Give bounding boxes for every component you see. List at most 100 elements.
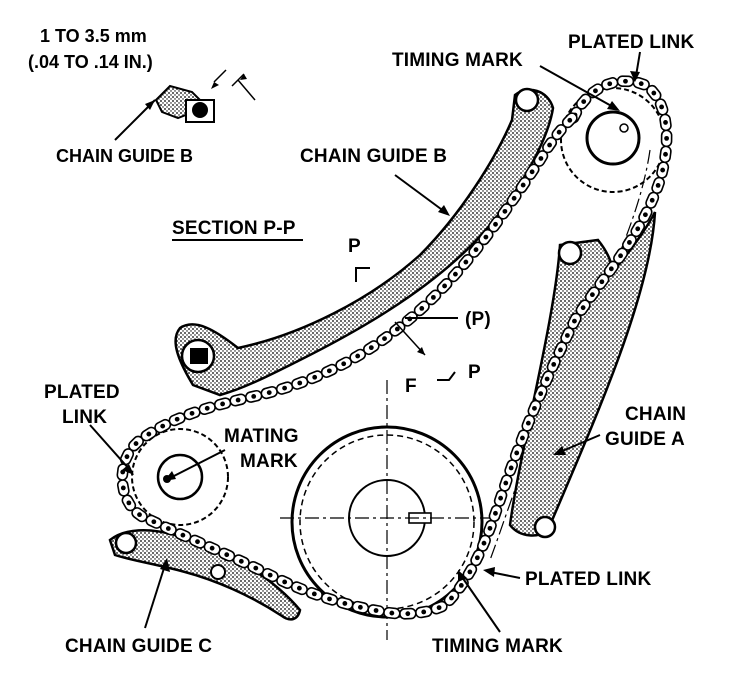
chain-pin: [296, 585, 302, 591]
chain-pin: [342, 601, 348, 606]
chain-pin: [538, 156, 544, 161]
chain-pin: [238, 558, 244, 564]
chain-pin: [120, 485, 126, 491]
chain-pin: [608, 266, 614, 272]
chain-pin: [487, 525, 493, 531]
chain-pin: [580, 305, 586, 311]
chain-pin: [195, 539, 200, 545]
chain-pin: [224, 552, 230, 558]
chain-pin: [463, 259, 469, 265]
chain-pin: [151, 519, 157, 525]
chain-pin: [394, 326, 400, 332]
chain-pin: [405, 611, 411, 617]
chain-pin: [389, 610, 395, 616]
chain-pin: [532, 405, 537, 411]
chain-guide-a: [508, 211, 657, 539]
chain-pin: [649, 197, 655, 203]
camshaft-sprocket: [560, 87, 666, 193]
chain-pin: [174, 416, 180, 422]
timing-mark-bottom-label: TIMING MARK: [432, 636, 563, 657]
chain-guide-a-label-line2: GUIDE A: [605, 429, 685, 450]
chain-pin: [430, 294, 436, 300]
chain-pin: [126, 500, 132, 506]
chain-pin: [481, 540, 487, 546]
plated-link-left-label-line1: PLATED: [44, 382, 120, 403]
chain-pin: [659, 104, 665, 110]
chain-pin: [341, 361, 347, 367]
chain-pin: [120, 469, 126, 475]
plated-link-top-label: PLATED LINK: [568, 32, 694, 53]
chain-pin: [502, 208, 508, 214]
chain-pin: [581, 99, 587, 105]
section-p-lower-label: P: [468, 362, 481, 383]
chain-centerline: [489, 149, 651, 561]
chain-pin: [458, 583, 464, 588]
chain-pin: [442, 283, 447, 289]
chain-pin: [511, 195, 517, 201]
chain-pin: [529, 169, 535, 175]
chain-pin: [660, 167, 666, 173]
chain-guide-b-small-label: CHAIN GUIDE B: [56, 146, 193, 166]
timing-mark-top-label: TIMING MARK: [392, 50, 523, 71]
chain-pin: [663, 120, 668, 125]
chain-pin: [564, 333, 570, 338]
section-cut-marks: [355, 267, 456, 381]
chain-pin: [508, 465, 514, 471]
chain-pin: [251, 394, 257, 399]
chain-pin: [638, 81, 644, 87]
timing-chain: [116, 75, 673, 620]
chain-pin: [368, 345, 374, 351]
chain-pin: [209, 545, 215, 551]
plated-link-bottom-label: PLATED LINK: [525, 569, 651, 590]
chain-pin: [357, 604, 363, 610]
chain-pin: [520, 435, 525, 441]
chain-pin: [419, 305, 425, 311]
chain-pin: [538, 391, 544, 397]
chain-pin: [607, 81, 613, 87]
chain-pin: [267, 572, 273, 578]
section-detail: [154, 69, 256, 123]
chain-guide-a-label-line1: CHAIN: [625, 404, 686, 425]
chain-pin: [558, 347, 563, 353]
crankshaft-sprocket: [280, 380, 500, 640]
chain-pin: [493, 221, 498, 227]
chain-pin: [493, 510, 498, 516]
f-label: F: [405, 376, 417, 397]
chain-pin: [382, 336, 387, 342]
labels: 1 TO 3.5 mm (.04 TO .14 IN.) CHAIN GUIDE…: [28, 26, 694, 657]
chain-pin: [556, 129, 562, 135]
chain-pin: [220, 401, 226, 407]
chain-pin: [421, 609, 427, 615]
left-sprocket: [131, 428, 229, 526]
section-p-upper-label: P: [348, 236, 361, 257]
chain-pin: [544, 376, 550, 382]
chain-pin: [266, 390, 272, 395]
chain-pin: [453, 271, 458, 277]
chain-pin: [623, 78, 628, 84]
chain-pin: [635, 226, 641, 232]
chain-pin: [474, 555, 480, 561]
chain-pin: [373, 608, 379, 613]
chain-pin: [146, 431, 152, 437]
section-p-paren-label: (P): [465, 309, 491, 330]
chain-pin: [525, 420, 531, 426]
chain-pin: [593, 88, 598, 94]
chain-pin: [651, 90, 657, 96]
chain-pin: [664, 135, 669, 141]
chain-pin: [312, 374, 318, 380]
chain-pin: [326, 368, 332, 374]
chain-pin: [599, 279, 605, 285]
chain-pin: [253, 565, 259, 571]
chain-pin: [180, 532, 186, 538]
chain-pin: [520, 182, 526, 188]
chain-pin: [467, 569, 473, 575]
chain-pin: [436, 605, 442, 611]
chain-pin: [189, 410, 195, 416]
chain-guide-b: [174, 87, 555, 397]
chain-pin: [327, 596, 332, 602]
clearance-label-line1: 1 TO 3.5 mm: [40, 26, 147, 46]
chain-pin: [514, 450, 520, 456]
chain-pin: [124, 454, 130, 460]
